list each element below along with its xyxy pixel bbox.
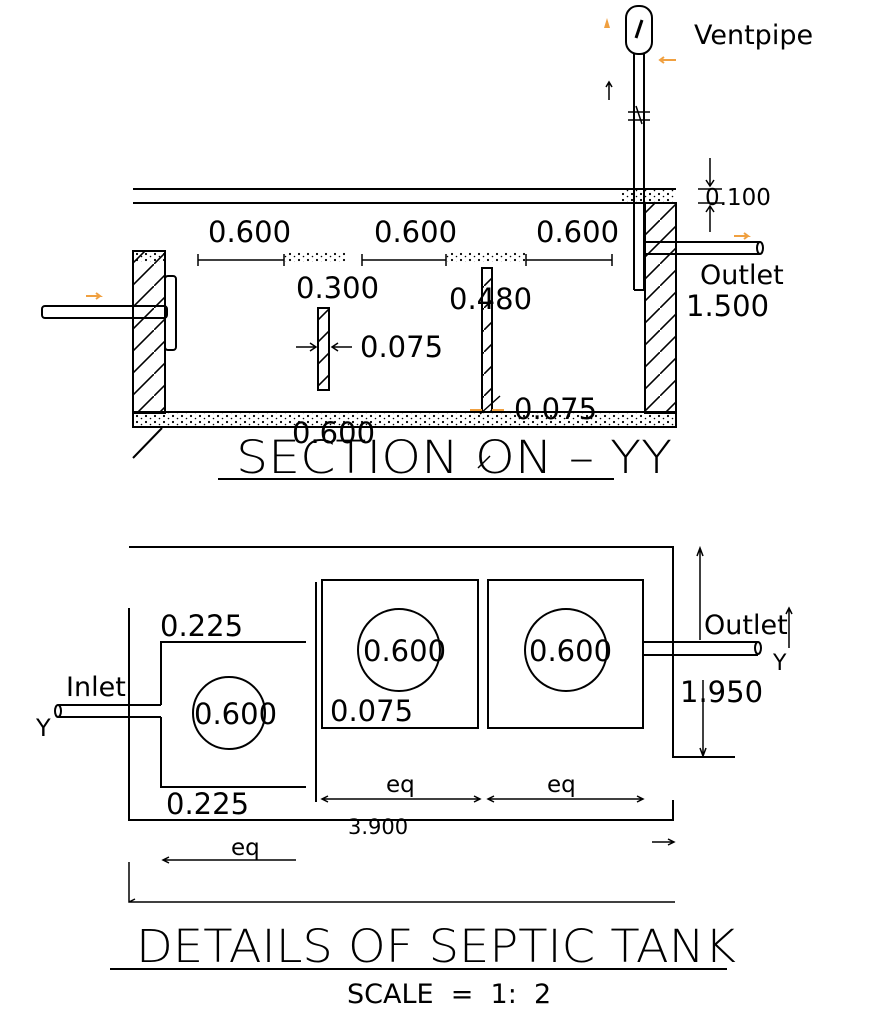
section-mark-right: Y (772, 651, 787, 676)
outlet-pipe-end (756, 241, 764, 255)
inlet-pipe (41, 305, 168, 319)
manhole-2 (357, 608, 441, 692)
section-view: Ventpipe 0.100 0.600 0.600 0.600 Outlet … (41, 5, 813, 484)
ventpipe-label: Ventpipe (694, 20, 813, 51)
dim-span-1: 0.600 (208, 215, 291, 249)
plan-inlet-label: Inlet (66, 672, 126, 703)
dim-depth: 1.500 (686, 289, 769, 323)
baffle-dim-arrows-icon (296, 342, 352, 352)
eq-dim-2 (486, 795, 645, 803)
plan-outlet-label: Outlet (704, 610, 788, 641)
vent-up-arrow-icon (605, 80, 613, 100)
inlet-chamber-wall (160, 717, 306, 788)
dim-baffle-thk: 0.075 (360, 330, 443, 364)
plan-inlet-pipe (58, 704, 161, 718)
baffle-wall (317, 307, 330, 391)
drawing-footer: DETAILS OF SEPTIC TANK SCALE = 1: 2 (110, 920, 736, 1010)
dim-span-2: 0.600 (374, 215, 457, 249)
plan-inlet-end (54, 704, 62, 718)
inlet-tee (164, 275, 177, 351)
vent-break-icon (628, 105, 650, 125)
length-dim-line (128, 862, 675, 903)
section-title: SECTION ON – YY (236, 431, 672, 484)
partition-leader (479, 395, 501, 415)
plan-outer-wall (129, 546, 735, 758)
plan-outlet-pipe (643, 641, 758, 656)
dim-manhole-1: 0.600 (194, 697, 277, 731)
flow-arrow-icon (86, 292, 103, 300)
partition-wall (481, 267, 493, 413)
vent-cap-mark (634, 19, 644, 39)
outlet-arrow-icon (734, 232, 751, 240)
dim-wall-top: 0.225 (160, 609, 243, 643)
dim-top-slab: 0.100 (705, 185, 771, 211)
eq-dim-3 (161, 856, 296, 864)
right-wall (644, 202, 677, 414)
manhole-3 (524, 608, 608, 692)
top-slab-concrete (620, 190, 676, 202)
length-dim-arrow-icon (652, 838, 676, 846)
drawing-scale: SCALE = 1: 2 (347, 979, 551, 1010)
dim-line-span-1 (197, 254, 285, 266)
dim-partition-height: 0.480 (449, 282, 532, 316)
bottom-slab (132, 411, 677, 428)
outlet-pipe (644, 241, 760, 255)
width-dim-icon (696, 545, 707, 759)
dim-manhole-3: 0.600 (529, 634, 612, 668)
dim-eq-2: eq (547, 772, 576, 798)
plan-outer-wall (128, 608, 674, 821)
dim-eq-3: eq (231, 835, 260, 861)
vent-accent-icon (604, 18, 610, 28)
dim-wall-bottom: 0.225 (166, 787, 249, 821)
dim-line-span-3 (525, 254, 613, 266)
dim-baffle-depth: 0.300 (296, 271, 379, 305)
dim-partition: 0.075 (330, 694, 413, 728)
eq-dim-1 (320, 795, 482, 803)
chamber-2 (321, 579, 479, 729)
vent-cap (625, 5, 653, 55)
top-slab-dim-icon (698, 158, 722, 232)
dim-length: 3.900 (348, 815, 408, 839)
cover-concrete (284, 252, 346, 262)
section-mark-right-icon (785, 606, 793, 648)
dim-manhole-2: 0.600 (363, 634, 446, 668)
dim-width: 1.950 (680, 675, 763, 709)
dim-span-3: 0.600 (536, 215, 619, 249)
dim-line-span-2 (361, 254, 447, 266)
drawing-title: DETAILS OF SEPTIC TANK (136, 920, 736, 973)
section-mark-left: Y (35, 714, 51, 742)
dim-bottom: 0.600 (292, 416, 375, 450)
plan-outlet-end (754, 641, 762, 655)
vent-arrow-icon (658, 56, 676, 64)
plan-view: 0.225 Outlet 0.600 0.600 Y Inlet 1.950 0… (35, 545, 793, 903)
cover-concrete (446, 252, 526, 262)
dim-partition-thk: 0.075 (514, 392, 597, 426)
cut-line (132, 427, 163, 459)
inlet-chamber-wall (160, 641, 306, 705)
left-wall (132, 250, 166, 414)
outlet-label: Outlet (700, 260, 784, 291)
manhole-1 (192, 676, 266, 750)
dim-eq-1: eq (386, 772, 415, 798)
title-slash (477, 455, 491, 469)
